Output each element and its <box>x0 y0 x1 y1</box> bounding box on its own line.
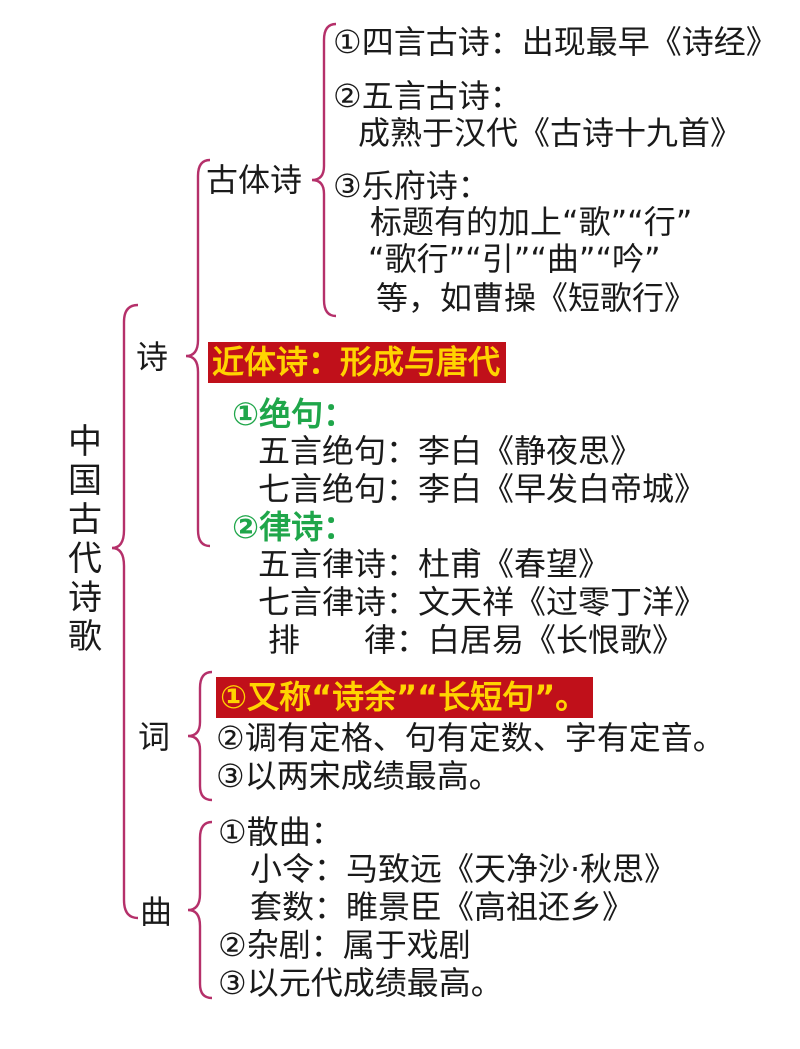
guti-item: “歌行”“引”“曲”“吟” <box>368 240 661 278</box>
guti-label: 古体诗 <box>206 161 303 199</box>
guti-item: ①四言古诗：出现最早《诗经》 <box>333 23 778 61</box>
guti-item: 标题有的加上“歌”“行” <box>370 203 693 241</box>
qu-item: 小令：马致远《天净沙·秋思》 <box>250 850 677 888</box>
guti-item: 等，如曹操《短歌行》 <box>376 279 697 317</box>
lvshi-item: 排 律：白居易《长恨歌》 <box>268 621 685 659</box>
root-title-char: 中 <box>68 422 102 462</box>
root-title-char: 国 <box>68 461 102 501</box>
root-title-char: 歌 <box>68 617 102 657</box>
qu-item: ③以元代成绩最高。 <box>218 964 503 1002</box>
jueju-label: ①绝句： <box>232 395 356 433</box>
jueju-item: 五言绝句：李白《静夜思》 <box>258 432 643 470</box>
ci-bracket <box>187 670 213 802</box>
root-title-char: 古 <box>68 500 102 540</box>
lvshi-label: ②律诗： <box>232 508 356 546</box>
root-title-char: 代 <box>68 539 102 579</box>
qu-item: ①散曲： <box>218 813 343 851</box>
branch-qu: 曲 <box>140 893 173 931</box>
lvshi-item: 七言律诗：文天祥《过零丁洋》 <box>258 583 707 621</box>
ci-item: ②调有定格、句有定数、字有定音。 <box>216 719 725 757</box>
guti-item: ②五言古诗： <box>333 77 522 115</box>
ci-highlight: ①又称“诗余”“长短句”。 <box>216 677 594 718</box>
guti-item: 成熟于汉代《古诗十九首》 <box>358 114 743 152</box>
guti-item: ③乐府诗： <box>333 167 490 205</box>
shi-bracket <box>185 158 211 548</box>
root-bracket <box>111 303 139 920</box>
qu-bracket <box>187 820 213 1000</box>
ci-item: ③以两宋成绩最高。 <box>216 757 501 795</box>
guti-bracket <box>311 22 337 318</box>
jinti-label: 近体诗：形成与唐代 <box>208 342 507 383</box>
jueju-item: 七言绝句：李白《早发白帝城》 <box>258 470 707 508</box>
qu-item: 套数：睢景臣《高祖还乡》 <box>250 888 635 926</box>
lvshi-item: 五言律诗：杜甫《春望》 <box>258 545 611 583</box>
branch-ci: 词 <box>138 718 171 756</box>
root-title-char: 诗 <box>68 578 102 618</box>
branch-shi: 诗 <box>136 338 169 376</box>
qu-item: ②杂剧：属于戏剧 <box>218 926 471 964</box>
